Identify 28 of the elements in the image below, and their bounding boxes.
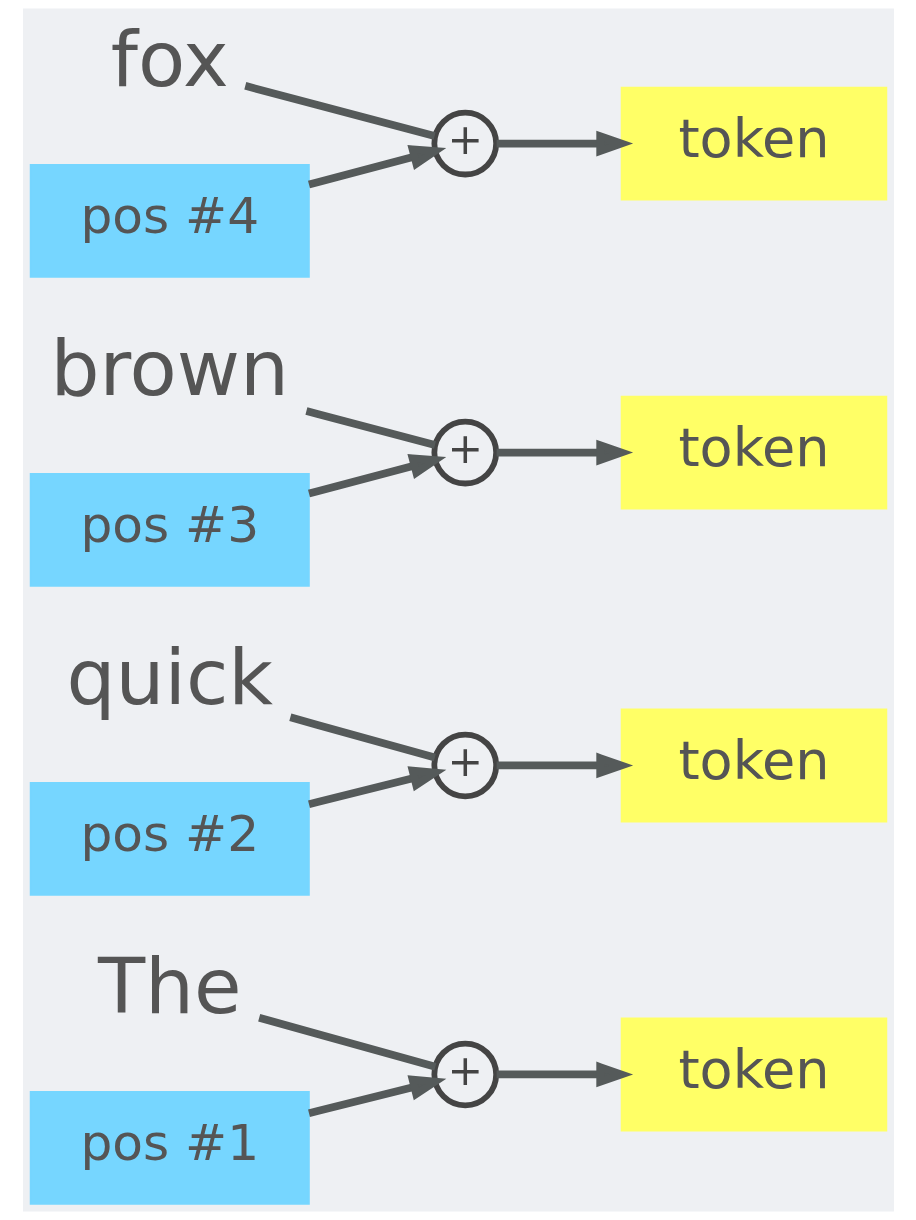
node-box: token xyxy=(620,86,887,201)
arrow xyxy=(307,145,446,189)
connector xyxy=(288,713,436,762)
arrow xyxy=(496,1061,633,1088)
node-circle: + xyxy=(430,1040,499,1109)
node-box: pos #3 xyxy=(29,472,310,587)
connector xyxy=(304,407,436,449)
arrow xyxy=(496,130,633,157)
node-text: The xyxy=(97,940,242,1031)
node-circle: + xyxy=(430,418,499,487)
node-text: quick xyxy=(65,631,273,722)
node-box: token xyxy=(620,708,887,823)
node-circle: + xyxy=(430,109,499,178)
node-text: fox xyxy=(110,13,229,104)
connector xyxy=(257,1013,436,1071)
node-box: pos #1 xyxy=(29,1090,310,1205)
node-box: pos #2 xyxy=(29,781,310,896)
node-circle: + xyxy=(430,731,499,800)
node-box: pos #4 xyxy=(29,163,310,278)
arrow xyxy=(307,766,446,809)
arrow xyxy=(496,752,633,779)
arrow xyxy=(307,1075,446,1118)
node-box: token xyxy=(620,395,887,510)
arrow xyxy=(307,454,446,498)
node-box: token xyxy=(620,1017,887,1132)
node-text: brown xyxy=(50,322,289,413)
arrow xyxy=(496,439,633,466)
connector xyxy=(243,82,436,140)
